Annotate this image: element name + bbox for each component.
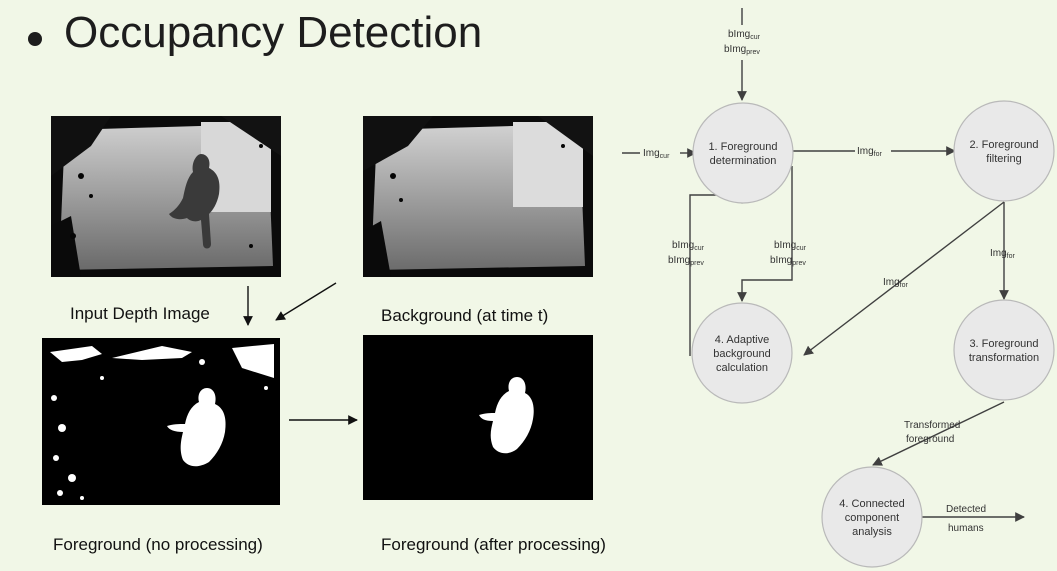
- node-label-n2-line2: filtering: [986, 153, 1021, 165]
- title-bullet: [28, 32, 42, 46]
- edge-label-imgfor-diagonal: Imgfor: [883, 277, 909, 289]
- node-connected-component: [821, 466, 923, 568]
- arrow-background-to-foreground: [275, 282, 337, 321]
- node-foreground-transformation: [953, 299, 1055, 401]
- node-label-n4c-line2: component: [845, 512, 899, 524]
- edge-n2-to-n4a: [803, 201, 1005, 356]
- edge-label-imgfor-down: Imgfor: [990, 248, 1016, 260]
- node-label-n4a-line1: 4. Adaptive: [715, 334, 769, 346]
- foreground-processed-caption: Foreground (after processing): [381, 535, 606, 554]
- edge-label-loop-bimg-prev: bImgprev: [668, 255, 704, 267]
- node-label-n4c-line1: 4. Connected: [839, 498, 904, 510]
- edge-label-loop-bimg-cur: bImgcur: [672, 240, 705, 252]
- edge-label-top-bimg-prev: bImgprev: [724, 44, 760, 56]
- input-depth-image: [51, 116, 281, 277]
- edge-n3-to-n4c: [872, 401, 1005, 466]
- background-caption: Background (at time t): [381, 306, 549, 325]
- node-label-n4a-line2: background: [713, 348, 771, 360]
- edge-label-detected-1: Detected: [946, 504, 986, 515]
- edge-label-mid-bimg-cur: bImgcur: [774, 240, 807, 252]
- foreground-raw-image: [42, 338, 280, 505]
- edge-label-transformed-2: foreground: [906, 434, 954, 445]
- edge-label-transformed-1: Transformed: [904, 420, 960, 431]
- slide-title: Occupancy Detection: [64, 8, 483, 57]
- foreground-processed-image: [363, 335, 593, 500]
- edge-label-imgcur: Imgcur: [643, 148, 670, 160]
- edge-label-imgfor-n1-n2: Imgfor: [857, 146, 883, 158]
- edge-n1-to-n4a: [737, 166, 793, 302]
- edge-label-mid-bimg-prev: bImgprev: [770, 255, 806, 267]
- node-label-n1-line1: 1. Foreground: [708, 141, 777, 153]
- node-adaptive-background: [691, 302, 793, 404]
- edge-label-top-bimg-cur: bImgcur: [728, 29, 761, 41]
- node-label-n3-line1: 3. Foreground: [969, 338, 1038, 350]
- input-depth-caption: Input Depth Image: [70, 304, 210, 323]
- foreground-raw-caption: Foreground (no processing): [53, 535, 263, 554]
- node-foreground-filtering: [953, 100, 1055, 202]
- node-label-n1-line2: determination: [710, 155, 777, 167]
- background-depth-image: [363, 116, 593, 277]
- node-label-n2-line1: 2. Foreground: [969, 139, 1038, 151]
- node-foreground-determination: [692, 102, 794, 204]
- node-label-n4a-line3: calculation: [716, 362, 768, 374]
- edge-label-detected-2: humans: [948, 523, 984, 534]
- node-label-n3-line2: transformation: [969, 352, 1039, 364]
- node-label-n4c-line3: analysis: [852, 526, 892, 538]
